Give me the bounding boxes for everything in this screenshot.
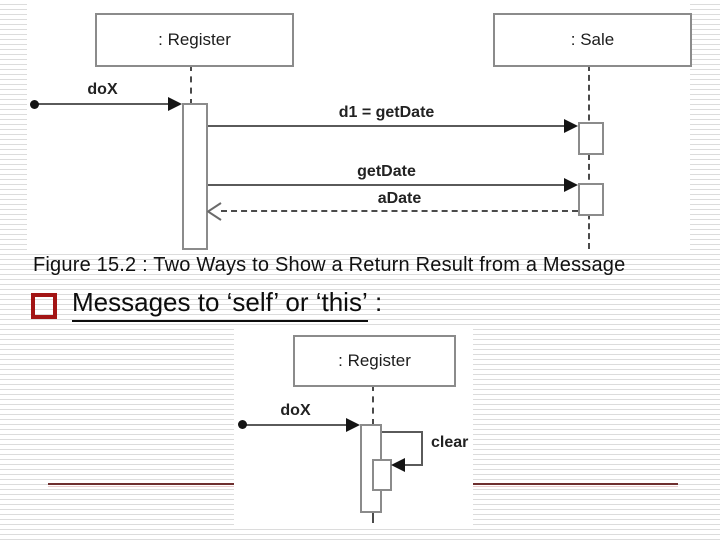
- adate-return-line: [221, 210, 578, 212]
- getdate-message-label: getDate: [357, 163, 416, 180]
- register-object-label: : Register: [158, 30, 231, 49]
- dox-message-line: [37, 103, 168, 105]
- getdate-arrowhead-icon: [564, 178, 578, 192]
- heading-text: Messages to ‘self’ or ‘this’: [72, 287, 368, 322]
- dox2-message-label: doX: [280, 402, 311, 419]
- bullet-heading: Messages to ‘self’ or ‘this’ :: [31, 287, 382, 322]
- register-object-label-2: : Register: [338, 351, 411, 370]
- sale-lifeline: [588, 65, 590, 249]
- uml-figure-return-result: : Register : Sale doX d1 = getDate getDa…: [27, 4, 692, 252]
- clear-arrowhead-icon: [391, 458, 405, 472]
- register-lifeline: [190, 65, 192, 105]
- sale-object-label: : Sale: [570, 30, 615, 49]
- getdate-message-line: [208, 184, 565, 186]
- self-call-bottom-line: [404, 464, 423, 466]
- register-object-box: : Register: [95, 13, 294, 67]
- adate-return-label: aDate: [377, 190, 422, 207]
- sale-activation-1: [578, 122, 604, 155]
- self-call-right-line: [421, 431, 423, 466]
- d1-getdate-arrowhead-icon: [564, 119, 578, 133]
- square-bullet-icon: [31, 293, 57, 319]
- uml-figure-self-message: : Register doX clear: [234, 328, 473, 527]
- d1-getdate-message-label: d1 = getDate: [338, 104, 435, 121]
- self-call-top-line: [382, 431, 423, 433]
- register-lifeline-2-lower: [372, 512, 374, 523]
- nested-activation-bar: [372, 459, 392, 491]
- heading-suffix: :: [367, 287, 383, 317]
- sale-object-box: : Sale: [493, 13, 692, 67]
- dox-arrowhead-icon: [168, 97, 182, 111]
- found-message-dot-2: [238, 420, 247, 429]
- clear-message-label: clear: [431, 434, 469, 451]
- register-object-box-2: : Register: [293, 335, 456, 387]
- register-activation-bar: [182, 103, 208, 250]
- figure-caption: Figure 15.2 : Two Ways to Show a Return …: [33, 254, 626, 276]
- adate-open-arrowhead-icon: [207, 202, 222, 221]
- found-message-dot: [30, 100, 39, 109]
- dox2-arrowhead-icon: [346, 418, 360, 432]
- dox-message-label: doX: [87, 81, 118, 98]
- d1-getdate-message-line: [208, 125, 565, 127]
- sale-activation-2: [578, 183, 604, 216]
- register-lifeline-2-upper: [372, 385, 374, 425]
- dox2-message-line: [245, 424, 346, 426]
